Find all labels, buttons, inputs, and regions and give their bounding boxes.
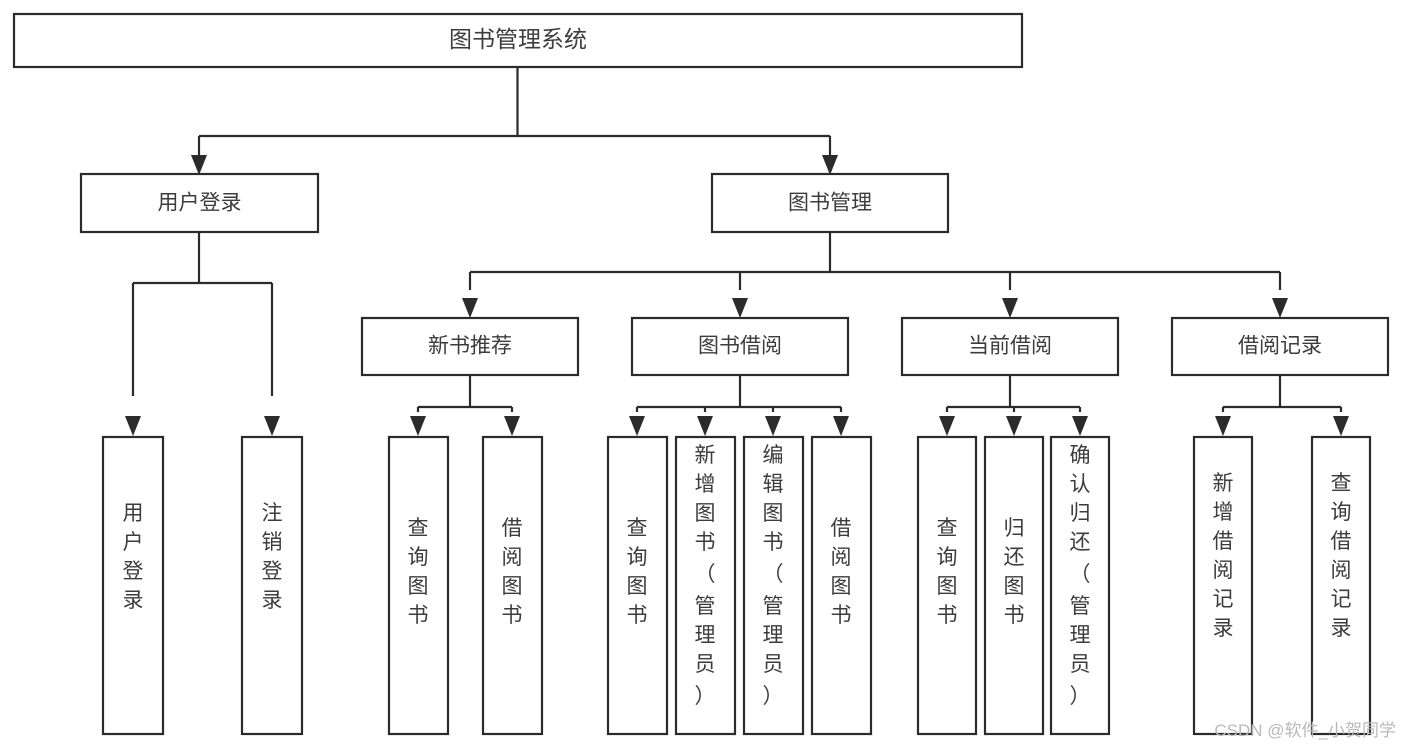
node-new-book-rec[interactable]: 新书推荐	[360, 316, 580, 377]
leaf-cur-return-book[interactable]: 归还图书	[983, 435, 1045, 736]
node-new-book-rec-box[interactable]	[360, 316, 580, 377]
arrow-leaf-logout	[264, 416, 280, 436]
node-book-borrow-label: 图书借阅	[698, 335, 782, 358]
node-root-title[interactable]: 图书管理系统	[12, 12, 1024, 69]
node-book-borrow-box[interactable]	[630, 316, 850, 377]
leaf-borrow-add-book[interactable]: 新增图书（管理员）	[674, 435, 737, 736]
node-user-login-box[interactable]	[79, 172, 320, 234]
leaf-rec-borrow-book-label: 借阅图书	[502, 517, 523, 627]
leaf-rec-borrow-book-box[interactable]	[481, 435, 544, 736]
leaf-cur-return-book-box[interactable]	[983, 435, 1045, 736]
node-user-login-label: 用户登录	[158, 192, 242, 215]
leaf-borrow-add-book-label: 新增图书（管理员）	[695, 444, 716, 708]
node-current-borrow[interactable]: 当前借阅	[900, 316, 1120, 377]
leaf-borrow-borrow-book-label: 借阅图书	[831, 517, 852, 627]
arrow-book-borrow	[732, 298, 748, 318]
leaf-rec-add-record-label: 新增借阅记录	[1213, 472, 1234, 640]
node-current-borrow-label: 当前借阅	[968, 335, 1052, 358]
node-root-title-label: 图书管理系统	[449, 26, 587, 52]
leaf-logout-label: 注销登录	[262, 502, 283, 612]
arrow-new-book-rec	[462, 298, 478, 318]
leaf-user-login-box[interactable]	[101, 435, 165, 736]
arrow-current-borrow	[1002, 298, 1018, 318]
arrow-leaf-rec-add-record	[1215, 416, 1231, 436]
leaf-rec-add-record[interactable]: 新增借阅记录	[1192, 435, 1254, 736]
leaf-rec-query-book-box[interactable]	[387, 435, 450, 736]
node-book-manage[interactable]: 图书管理	[710, 172, 950, 234]
leaf-cur-query-book[interactable]: 查询图书	[916, 435, 978, 736]
arrow-leaf-cur-query-book	[939, 416, 955, 436]
leaf-rec-query-book-label: 查询图书	[408, 517, 429, 627]
leaf-logout[interactable]: 注销登录	[240, 435, 304, 736]
arrow-leaf-rec-borrow-book	[504, 416, 520, 436]
node-borrow-record[interactable]: 借阅记录	[1170, 316, 1390, 377]
leaf-rec-query-record-box[interactable]	[1310, 435, 1372, 736]
leaf-borrow-edit-book-box[interactable]	[742, 435, 805, 736]
leaf-cur-return-book-label: 归还图书	[1004, 517, 1025, 627]
leaf-borrow-query-book[interactable]: 查询图书	[606, 435, 669, 736]
leaf-borrow-edit-book-label: 编辑图书（管理员）	[763, 444, 784, 708]
arrow-leaf-borrow-borrow-book	[833, 416, 849, 436]
arrow-leaf-rec-query-record	[1333, 416, 1349, 436]
leaf-borrow-edit-book[interactable]: 编辑图书（管理员）	[742, 435, 805, 736]
arrow-book-manage	[822, 155, 838, 175]
arrow-leaf-cur-confirm-return	[1072, 416, 1088, 436]
leaf-borrow-add-book-box[interactable]	[674, 435, 737, 736]
leaf-rec-query-record[interactable]: 查询借阅记录	[1310, 435, 1372, 736]
node-book-manage-label: 图书管理	[788, 192, 872, 215]
node-user-login[interactable]: 用户登录	[79, 172, 320, 234]
node-borrow-record-label: 借阅记录	[1238, 335, 1322, 358]
leaf-rec-query-book[interactable]: 查询图书	[387, 435, 450, 736]
watermark-label: CSDN @软件_小贺同学	[1214, 721, 1396, 740]
leaf-cur-confirm-return-box[interactable]	[1049, 435, 1111, 736]
node-root-title-box[interactable]	[12, 12, 1024, 69]
node-book-manage-box[interactable]	[710, 172, 950, 234]
leaf-user-login[interactable]: 用户登录	[101, 435, 165, 736]
arrow-leaf-cur-return-book	[1006, 416, 1022, 436]
connector-layer	[125, 67, 1349, 436]
node-borrow-record-box[interactable]	[1170, 316, 1390, 377]
arrow-user-login	[191, 155, 207, 175]
leaf-cur-confirm-return[interactable]: 确认归还（管理员）	[1049, 435, 1111, 736]
leaf-borrow-query-book-box[interactable]	[606, 435, 669, 736]
leaf-borrow-borrow-book[interactable]: 借阅图书	[810, 435, 873, 736]
arrow-leaf-borrow-query-book	[629, 416, 645, 436]
arrow-borrow-record	[1272, 298, 1288, 318]
leaf-cur-query-book-label: 查询图书	[937, 517, 958, 627]
arrow-leaf-borrow-edit-book	[765, 416, 781, 436]
arrow-leaf-rec-query-book	[410, 416, 426, 436]
leaf-borrow-query-book-label: 查询图书	[627, 517, 648, 627]
node-new-book-rec-label: 新书推荐	[428, 335, 512, 358]
leaf-logout-box[interactable]	[240, 435, 304, 736]
leaf-rec-borrow-book[interactable]: 借阅图书	[481, 435, 544, 736]
node-book-borrow[interactable]: 图书借阅	[630, 316, 850, 377]
arrow-leaf-borrow-add-book	[697, 416, 713, 436]
leaf-rec-query-record-label: 查询借阅记录	[1331, 472, 1352, 640]
leaf-user-login-label: 用户登录	[123, 502, 144, 612]
node-current-borrow-box[interactable]	[900, 316, 1120, 377]
arrow-leaf-user-login	[125, 416, 141, 436]
leaf-cur-query-book-box[interactable]	[916, 435, 978, 736]
leaf-rec-add-record-box[interactable]	[1192, 435, 1254, 736]
leaf-cur-confirm-return-label: 确认归还（管理员）	[1070, 444, 1091, 708]
leaf-borrow-borrow-book-box[interactable]	[810, 435, 873, 736]
